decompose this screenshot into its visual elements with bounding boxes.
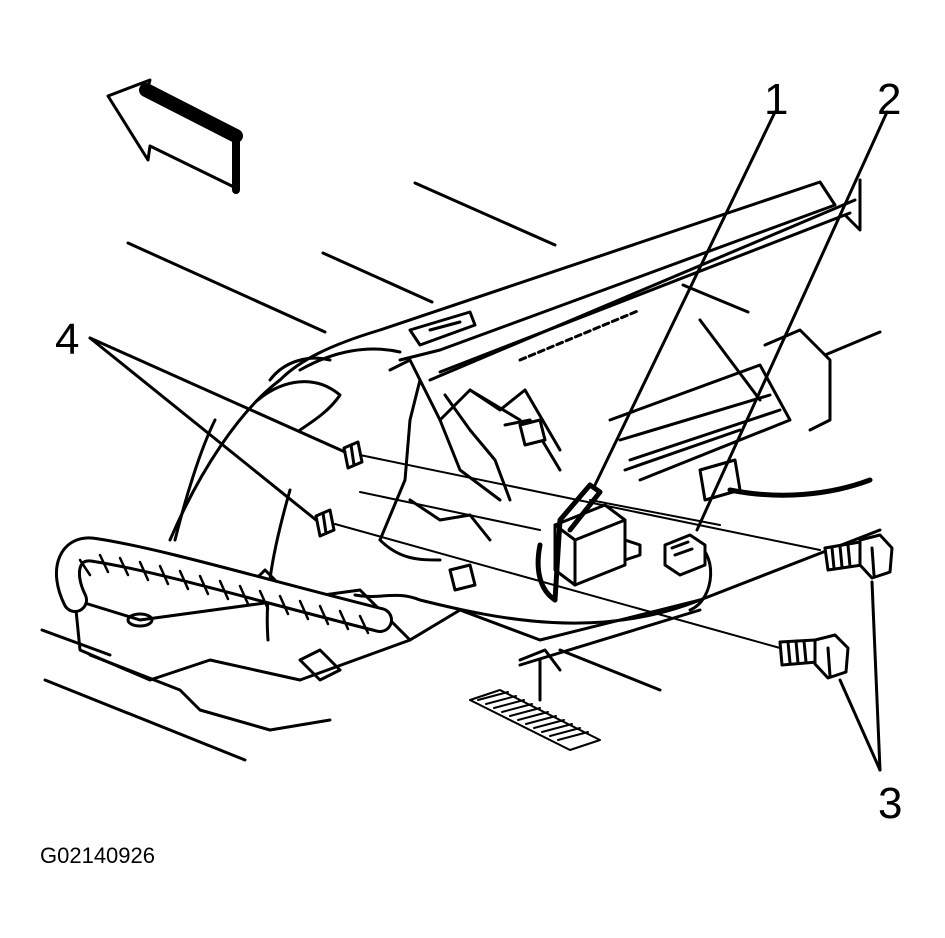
wiring-harness bbox=[54, 536, 713, 635]
harness-connector bbox=[663, 533, 707, 577]
callout-label-2: 2 bbox=[877, 75, 902, 124]
figure-identifier: G02140926 bbox=[40, 843, 155, 868]
callout-label-3: 3 bbox=[878, 779, 903, 828]
forward-arrow-icon bbox=[106, 78, 243, 194]
callout-label-1: 1 bbox=[764, 75, 789, 124]
fastener-bolt-lower bbox=[778, 633, 850, 680]
body-outline-lines bbox=[40, 181, 882, 762]
overhead-bracket bbox=[378, 318, 882, 702]
fastener-bolt-upper bbox=[823, 533, 894, 580]
callout-label-4: 4 bbox=[55, 315, 80, 364]
roof-panel bbox=[168, 178, 862, 642]
installation-guide-lines bbox=[334, 454, 821, 649]
callout-leader-lines bbox=[88, 110, 889, 772]
retainer-clips bbox=[314, 418, 547, 538]
hatched-trim bbox=[469, 689, 601, 751]
electronic-module bbox=[535, 482, 642, 603]
